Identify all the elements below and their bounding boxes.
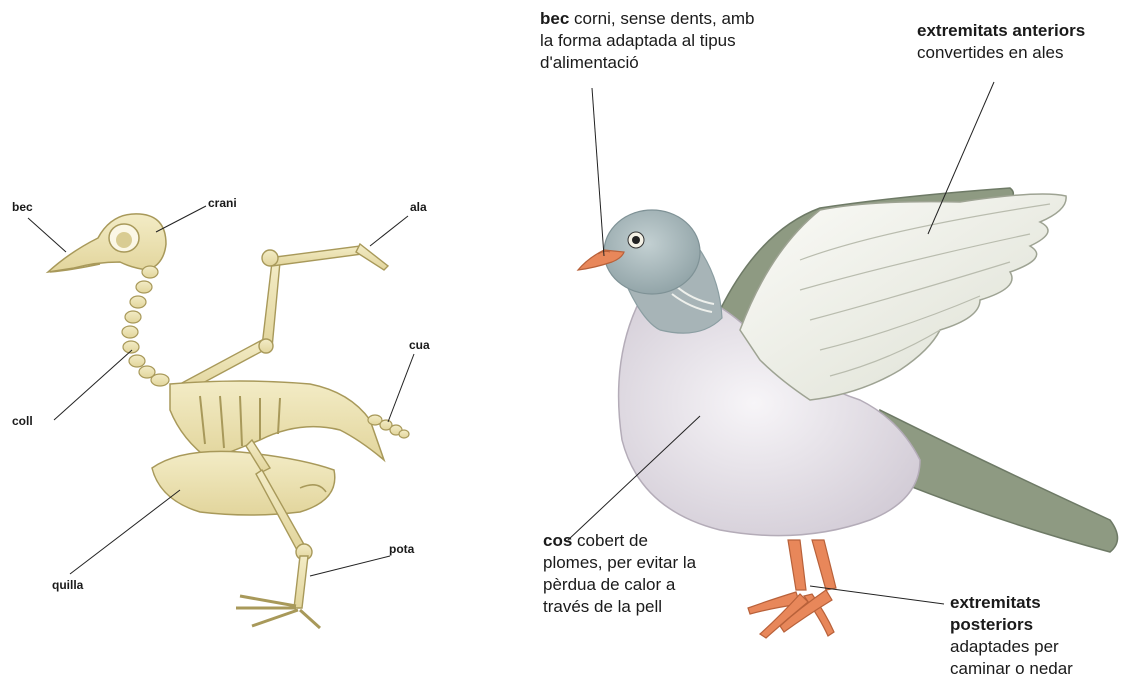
label-legs-term1: extremitats xyxy=(950,593,1041,612)
label-wings-description: extremitats anteriors convertides en ale… xyxy=(917,20,1085,64)
label-crani: crani xyxy=(208,196,237,210)
label-coll: coll xyxy=(12,414,33,428)
label-wings-line1: convertides en ales xyxy=(917,42,1085,64)
label-body-term: cos xyxy=(543,531,572,550)
label-beak-line1: corni, sense dents, amb xyxy=(574,9,754,28)
label-beak-line3: d'alimentació xyxy=(540,52,755,74)
label-quilla: quilla xyxy=(52,578,83,592)
pigeon-legs xyxy=(748,540,836,638)
label-body-line2: plomes, per evitar la xyxy=(543,552,696,574)
label-legs-description: extremitats posteriors adaptades per cam… xyxy=(950,592,1073,680)
label-cua: cua xyxy=(409,338,430,352)
label-beak-term: bec xyxy=(540,9,569,28)
leader-beak xyxy=(592,88,604,256)
label-wings-term: extremitats anteriors xyxy=(917,21,1085,40)
label-beak-line2: la forma adaptada al tipus xyxy=(540,30,755,52)
label-ala: ala xyxy=(410,200,427,214)
label-legs-line2: caminar o nedar xyxy=(950,658,1073,680)
label-body-line4: través de la pell xyxy=(543,596,696,618)
label-body-description: cos cobert de plomes, per evitar la pèrd… xyxy=(543,530,696,618)
label-beak-description: bec corni, sense dents, amb la forma ada… xyxy=(540,8,755,74)
label-bec: bec xyxy=(12,200,33,214)
label-body-line3: pèrdua de calor a xyxy=(543,574,696,596)
label-legs-line1: adaptades per xyxy=(950,636,1073,658)
label-pota: pota xyxy=(389,542,414,556)
label-body-line1: cobert de xyxy=(577,531,648,550)
pigeon-head xyxy=(578,210,700,294)
label-legs-term2: posteriors xyxy=(950,615,1033,634)
